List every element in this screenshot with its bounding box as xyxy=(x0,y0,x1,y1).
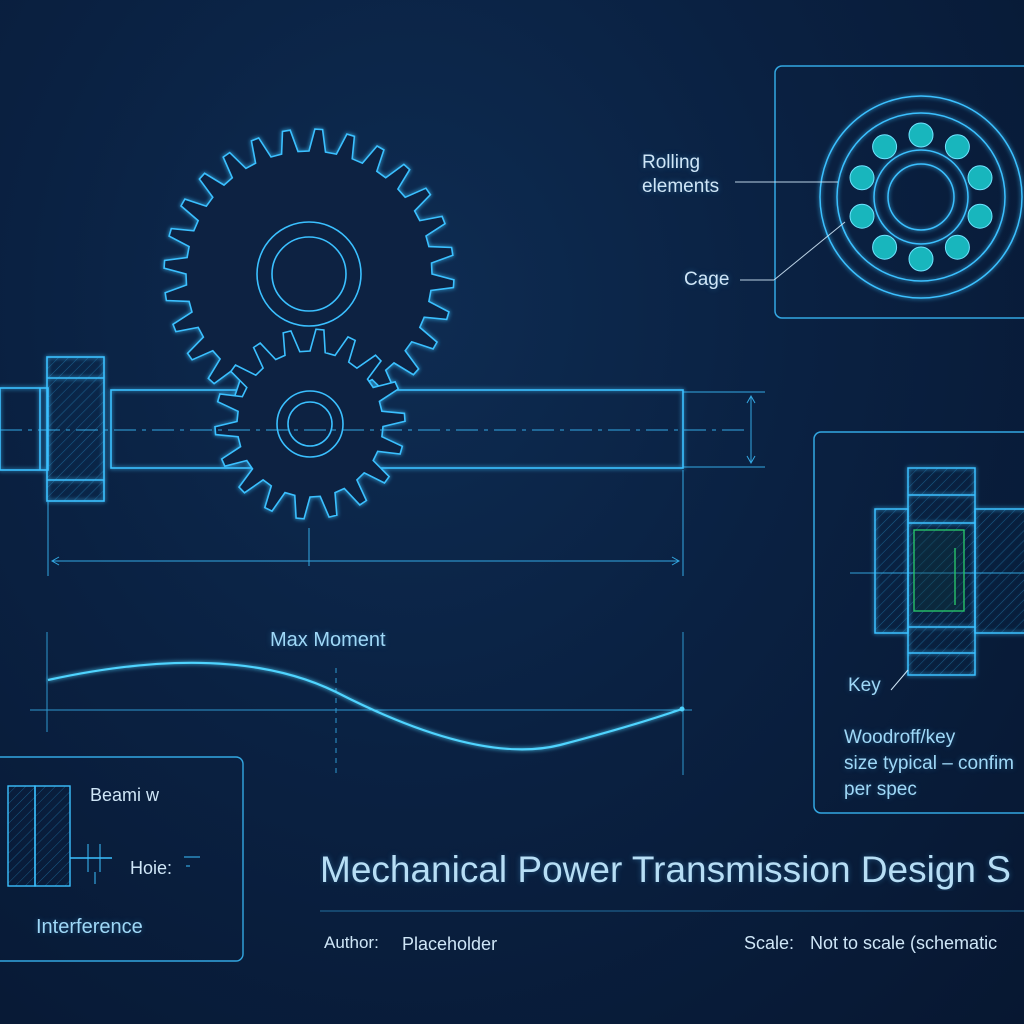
fit-label-beam: Beami w xyxy=(90,785,160,805)
key-note-line1: Woodroff/key xyxy=(844,727,956,748)
dim-length-arrow-right xyxy=(671,556,681,566)
small-gear-hub-outer xyxy=(276,390,344,458)
author-label: Author: xyxy=(324,933,379,952)
bearing-balls xyxy=(849,122,993,272)
title-block-title: Mechanical Power Transmission Design S xyxy=(320,849,1011,890)
small-gear xyxy=(214,328,406,520)
main-shaft xyxy=(110,389,684,469)
dim-diameter-arrow-top xyxy=(746,394,756,404)
bearing-inner-race xyxy=(873,149,969,245)
leader-cage-diag xyxy=(773,221,846,281)
scale-label: Scale: xyxy=(744,933,795,953)
fit-label-hole: Hoie: xyxy=(130,858,173,878)
fit-beam-right xyxy=(34,785,71,887)
label-rolling-elements-1: Rolling xyxy=(642,152,701,173)
shaft-left-stub xyxy=(0,387,49,471)
label-cage: Cage xyxy=(684,269,730,290)
bearing-ball xyxy=(967,165,993,191)
bearing-ball xyxy=(944,234,970,260)
key-note-line3: per spec xyxy=(844,779,917,800)
key-panel xyxy=(813,431,1024,814)
label-max-moment: Max Moment xyxy=(270,629,386,651)
moment-curve xyxy=(47,661,683,751)
dim-diameter-arrow-bottom xyxy=(746,455,756,465)
label-key: Key xyxy=(848,675,881,696)
bearing-ball xyxy=(944,134,970,160)
fit-beam-left xyxy=(7,785,36,887)
woodruff-key xyxy=(913,529,965,612)
large-gear-hub-outer xyxy=(256,221,362,327)
label-rolling-elements-2: elements xyxy=(642,176,720,197)
bearing-ball xyxy=(849,165,875,191)
small-gear-hub-inner xyxy=(287,401,333,447)
bearing-outer-race xyxy=(836,112,1006,282)
bearing-ball xyxy=(908,246,934,272)
key-note-line2: size typical – confim xyxy=(844,753,1015,774)
bearing-ball xyxy=(872,134,898,160)
bearing-panel xyxy=(774,65,1024,319)
bearing-bore xyxy=(887,163,955,231)
key-shaft-right xyxy=(974,508,1024,634)
bearing-outer-ring xyxy=(819,95,1023,299)
bearing-ball xyxy=(849,203,875,229)
author-value: Placeholder xyxy=(402,934,498,954)
dim-length-arrow-left xyxy=(50,556,60,566)
leader-key xyxy=(890,669,909,691)
bearing-ball xyxy=(872,234,898,260)
fit-panel xyxy=(0,756,244,962)
moment-end-dot xyxy=(679,706,685,712)
scale-value: Not to scale (schematic xyxy=(810,933,998,953)
bearing-ball xyxy=(967,203,993,229)
key-shaft-left xyxy=(874,508,909,634)
fit-label-interference: Interference xyxy=(36,916,143,938)
large-gear-hub-inner xyxy=(271,236,347,312)
bearing-ball xyxy=(908,122,934,148)
shaft-collar xyxy=(46,356,105,502)
